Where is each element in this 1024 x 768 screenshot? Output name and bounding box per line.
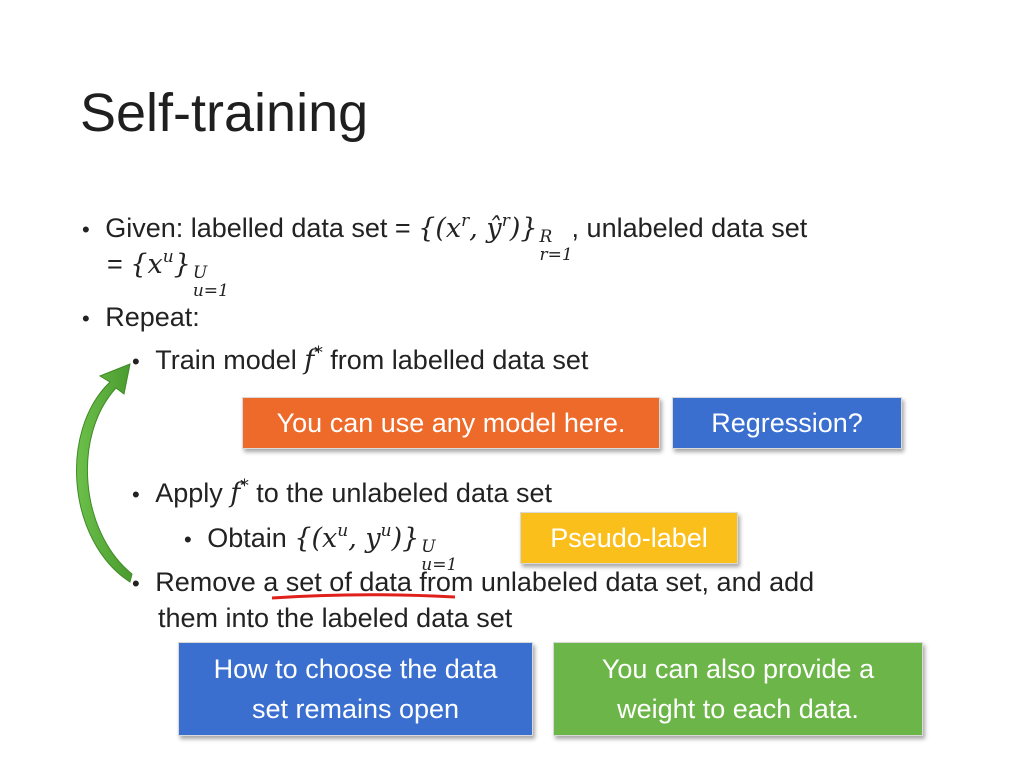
weight-callout: You can also provide a weight to each da… (553, 642, 923, 736)
slide-title: Self-training (80, 83, 369, 143)
remove-line-2: them into the labeled data set (158, 603, 513, 633)
regression-callout: Regression? (672, 397, 902, 449)
curved-arrow-icon (76, 363, 133, 583)
bullet-icon: • (132, 349, 140, 374)
given-prefix: Given: labelled data set = (105, 213, 419, 243)
train-line: • Train model f* from labelled data set (132, 343, 589, 376)
any-model-callout: You can use any model here. (242, 397, 660, 449)
choose-data-callout: How to choose the data set remains open (178, 642, 533, 736)
bullet-icon: • (132, 482, 140, 507)
bullet-icon: • (82, 217, 90, 242)
bullet-icon: • (184, 527, 192, 552)
bullet-icon: • (82, 306, 90, 331)
pseudo-label-callout: Pseudo-label (520, 512, 738, 564)
repeat-line: • Repeat: (82, 302, 200, 332)
apply-line: • Apply f* to the unlabeled data set (132, 476, 553, 509)
red-underline (271, 593, 456, 600)
bullet-icon: • (132, 571, 140, 596)
f-star-formula: f* (304, 343, 323, 376)
remove-line: • Remove a set of data from unlabeled da… (132, 567, 815, 597)
f-star-formula: f* (230, 476, 249, 509)
given-suffix: , unlabeled data set (571, 213, 808, 243)
given-line: • Given: labelled data set = {(xr, ŷr)}R… (82, 211, 808, 265)
underlined-phrase: a set of data (263, 567, 412, 597)
